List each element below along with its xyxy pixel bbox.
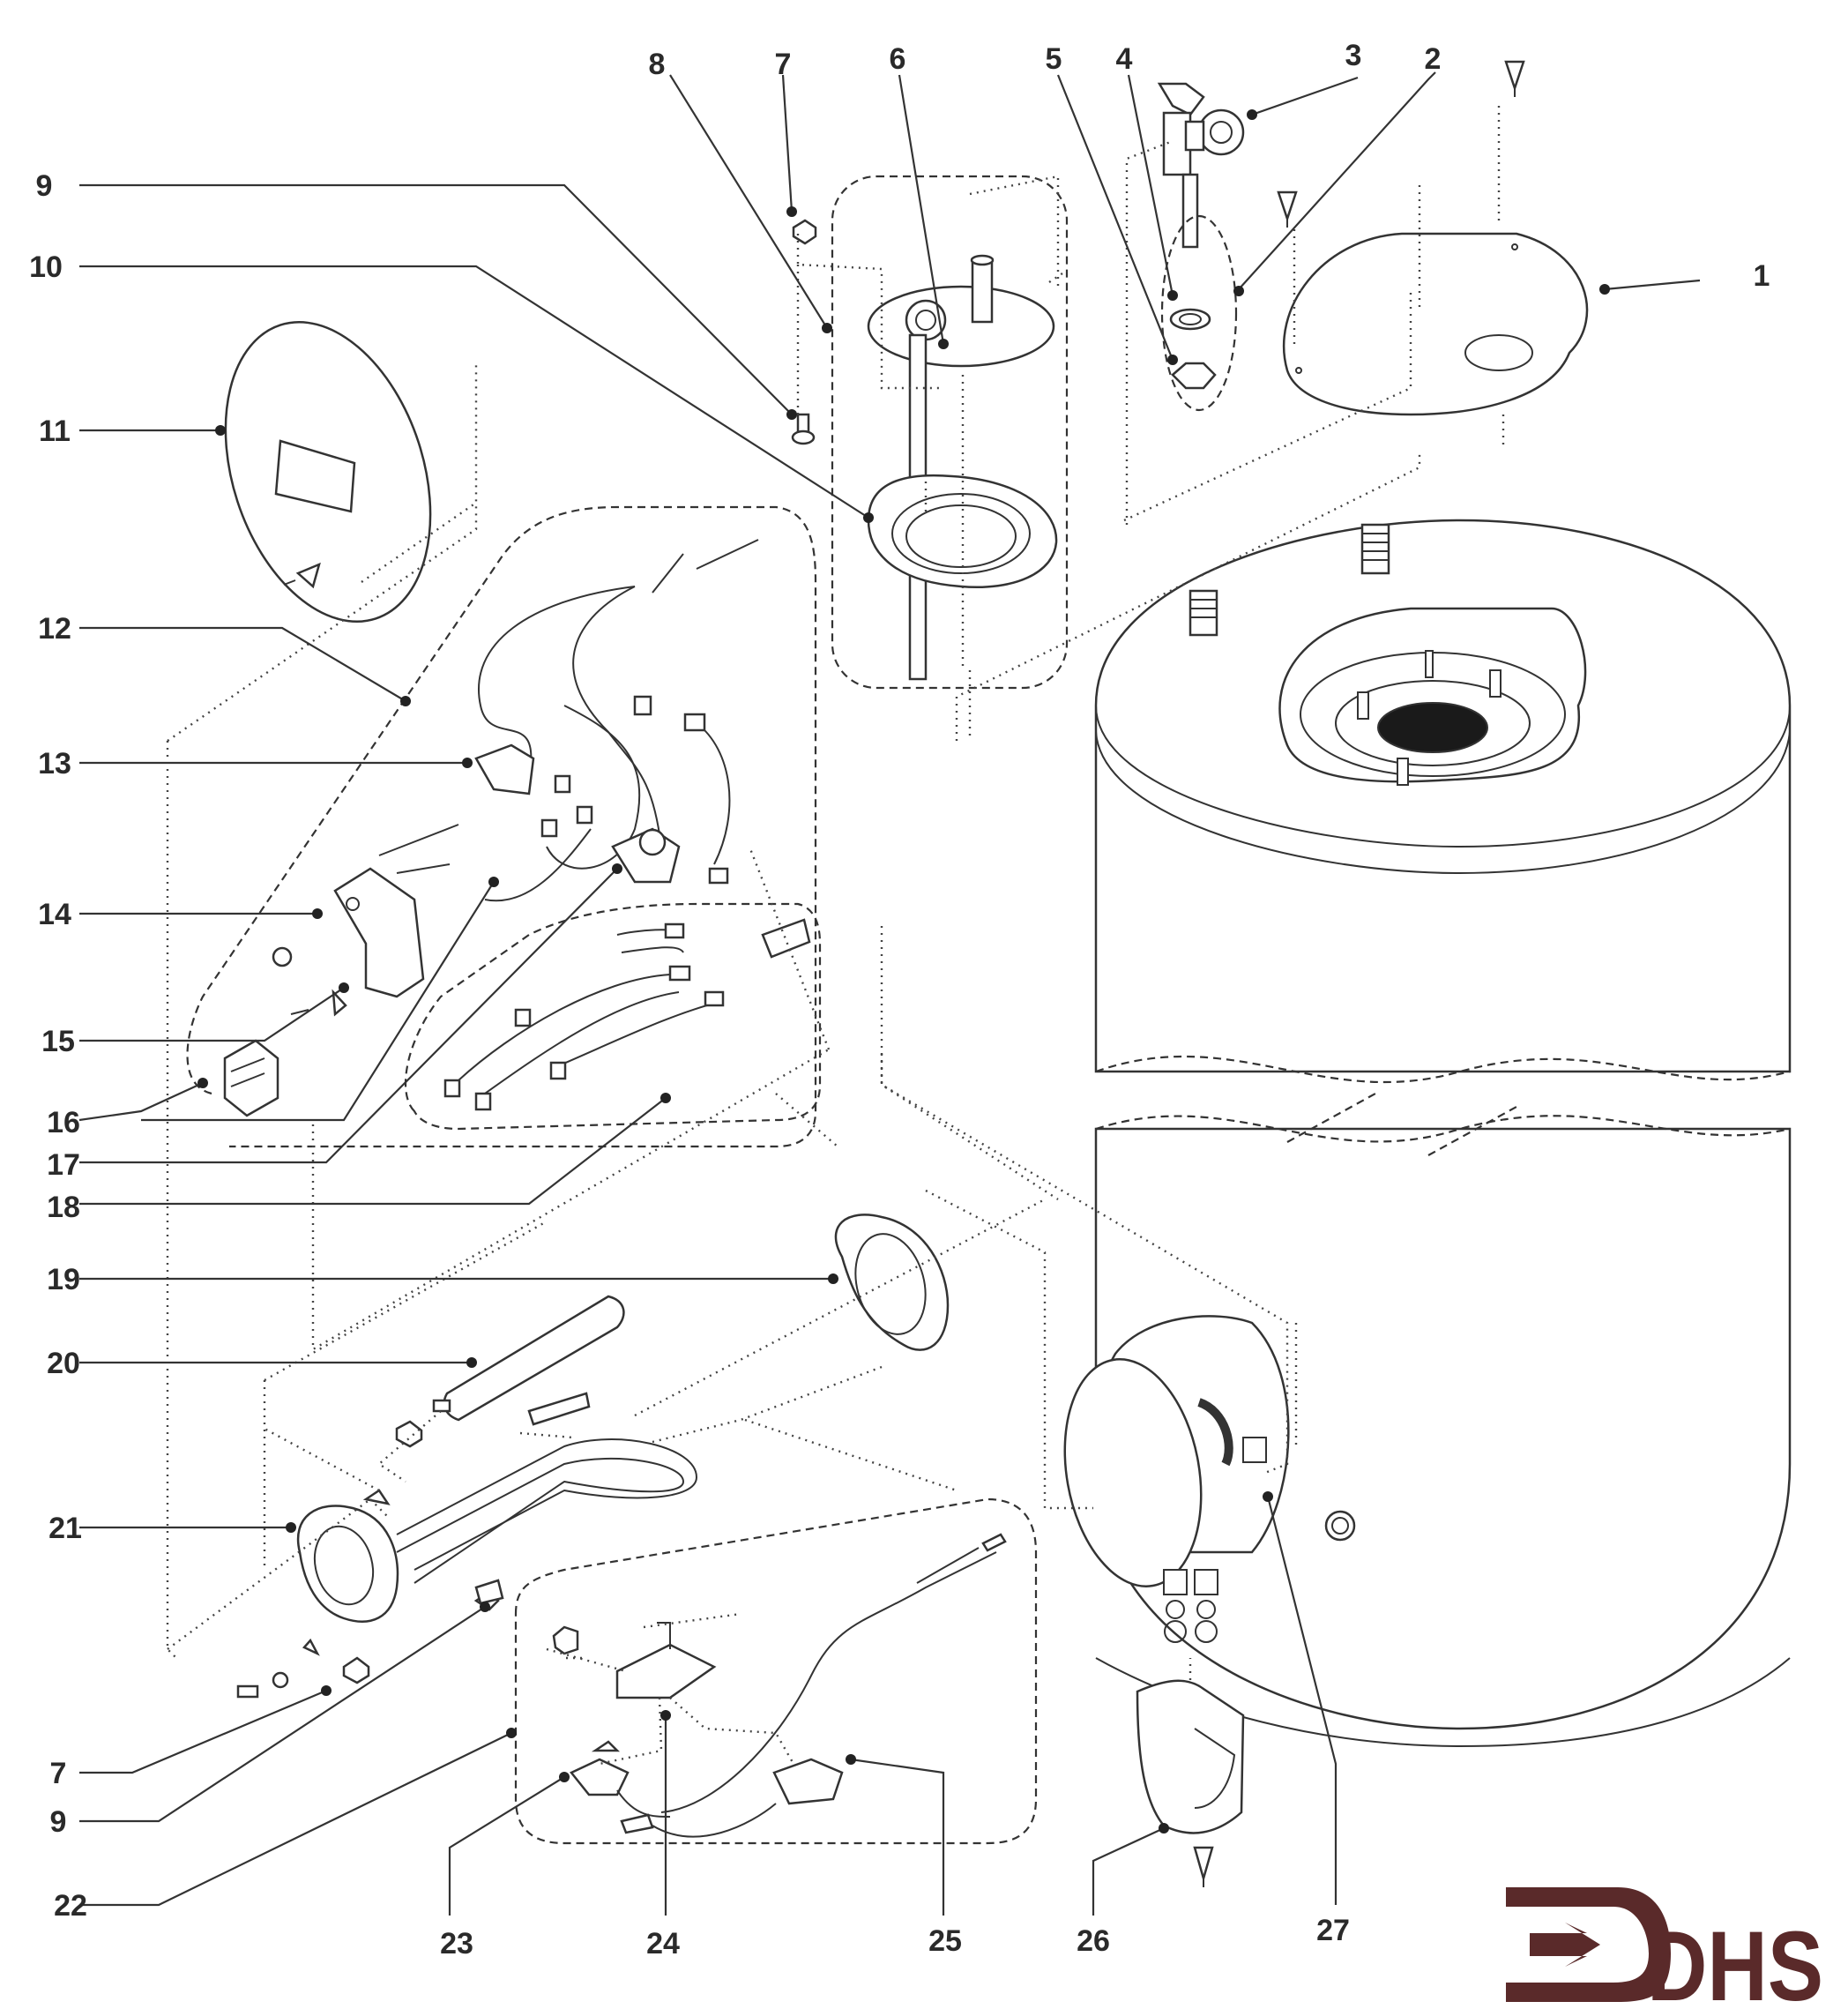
logo-text: DHS (1647, 1911, 1823, 2009)
label-24: 24 (646, 1927, 680, 1960)
leader-lines (78, 71, 1701, 1916)
label-15: 15 (41, 1025, 75, 1058)
label-11: 11 (39, 414, 71, 448)
label-7-top: 7 (775, 48, 792, 81)
assembly-guide-lines (166, 106, 1505, 1766)
label-3: 3 (1345, 39, 1362, 72)
label-25: 25 (928, 1924, 962, 1958)
label-22: 22 (54, 1889, 87, 1923)
part-number-labels: 1 2 3 4 5 6 7 8 9 10 11 12 13 14 15 16 1… (29, 39, 1770, 1960)
label-26: 26 (1077, 1924, 1110, 1958)
part-19-gasket (834, 1214, 950, 1351)
label-20: 20 (47, 1347, 80, 1380)
label-12: 12 (38, 612, 71, 646)
part-1-top-cover (1282, 232, 1589, 416)
label-23: 23 (440, 1927, 473, 1960)
label-17: 17 (47, 1148, 80, 1182)
dhs-logo: DHS (1506, 1887, 1823, 2009)
screws-top (1277, 60, 1525, 228)
part-12-wiring-harness (186, 505, 817, 1148)
part-7-nut (792, 219, 817, 245)
label-18: 18 (47, 1191, 80, 1224)
part-20-anode-rod (395, 1295, 625, 1448)
label-9-top: 9 (36, 169, 53, 203)
label-7-lower: 7 (50, 1757, 67, 1790)
part-21-heating-element (296, 1392, 698, 1623)
part-11-front-cover (224, 321, 432, 623)
label-9-lower: 9 (50, 1805, 67, 1839)
label-27: 27 (1316, 1914, 1350, 1947)
parts-7-9-fasteners-lower (236, 1579, 504, 1699)
part-6-anode-assembly (831, 175, 1069, 690)
label-14: 14 (38, 898, 71, 931)
label-16: 16 (47, 1106, 80, 1139)
part-18-cable-set (404, 902, 822, 1131)
part-3-relief-valve (1157, 82, 1245, 249)
label-13: 13 (38, 747, 71, 780)
part-22-thermostat-kit (514, 1497, 1038, 1845)
logo-mark-icon (1506, 1887, 1671, 2002)
part-9-bolt (791, 413, 816, 445)
label-6: 6 (890, 42, 906, 76)
label-8: 8 (649, 48, 666, 81)
part-4-5-washer-nut (1160, 214, 1238, 412)
part-26-element-cover (1136, 1679, 1245, 1887)
label-19: 19 (47, 1263, 80, 1296)
water-heater-tank (1063, 519, 1792, 1748)
label-1: 1 (1754, 259, 1770, 293)
label-10: 10 (29, 250, 63, 284)
label-21: 21 (48, 1512, 82, 1545)
label-5: 5 (1046, 42, 1062, 76)
label-4: 4 (1116, 42, 1133, 76)
label-2: 2 (1425, 42, 1442, 76)
